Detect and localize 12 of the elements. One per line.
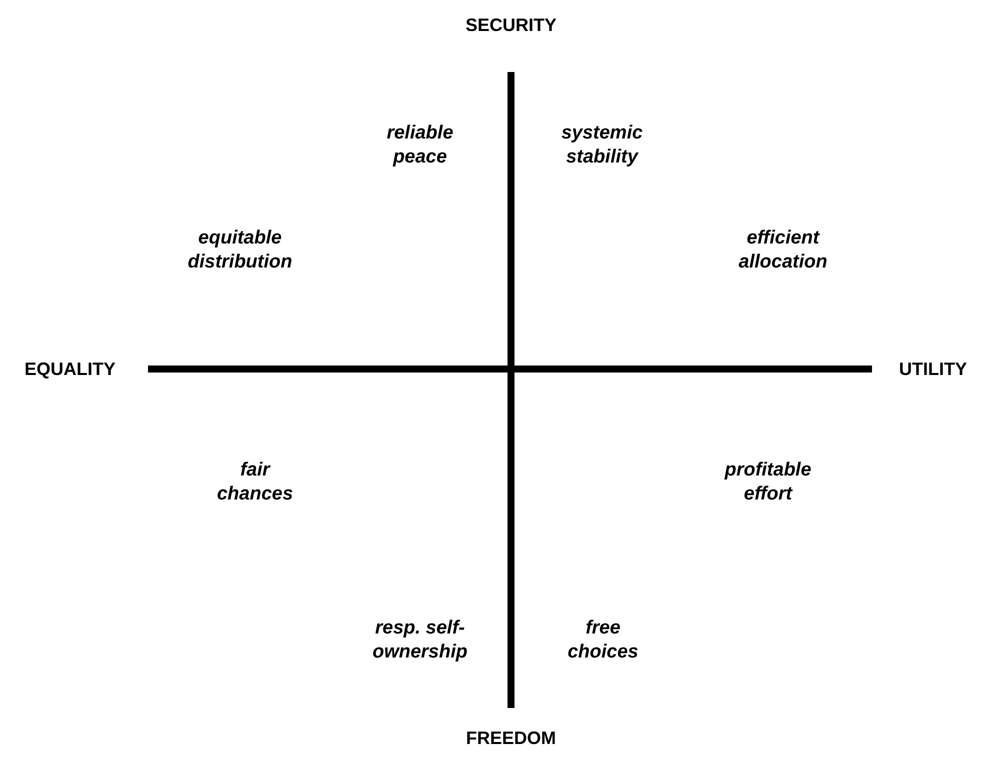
axis-label: SECURITY xyxy=(466,14,556,36)
quadrant-label: resp. self-ownership xyxy=(371,616,468,664)
quadrant-label: efficient allocation xyxy=(738,226,828,274)
quadrant-label: reliable peace xyxy=(386,121,454,169)
quadrant-label: systemic stability xyxy=(560,121,644,169)
quadrant-label: profitable effort xyxy=(723,458,812,506)
axis-label: UTILITY xyxy=(899,358,967,380)
quadrant-label: equitable distribution xyxy=(186,226,294,274)
axis-label: EQUALITY xyxy=(24,358,116,380)
quadrant-label: free choices xyxy=(566,616,640,664)
quadrant-label: fair chances xyxy=(216,458,294,506)
axis-label: FREEDOM xyxy=(466,726,556,750)
